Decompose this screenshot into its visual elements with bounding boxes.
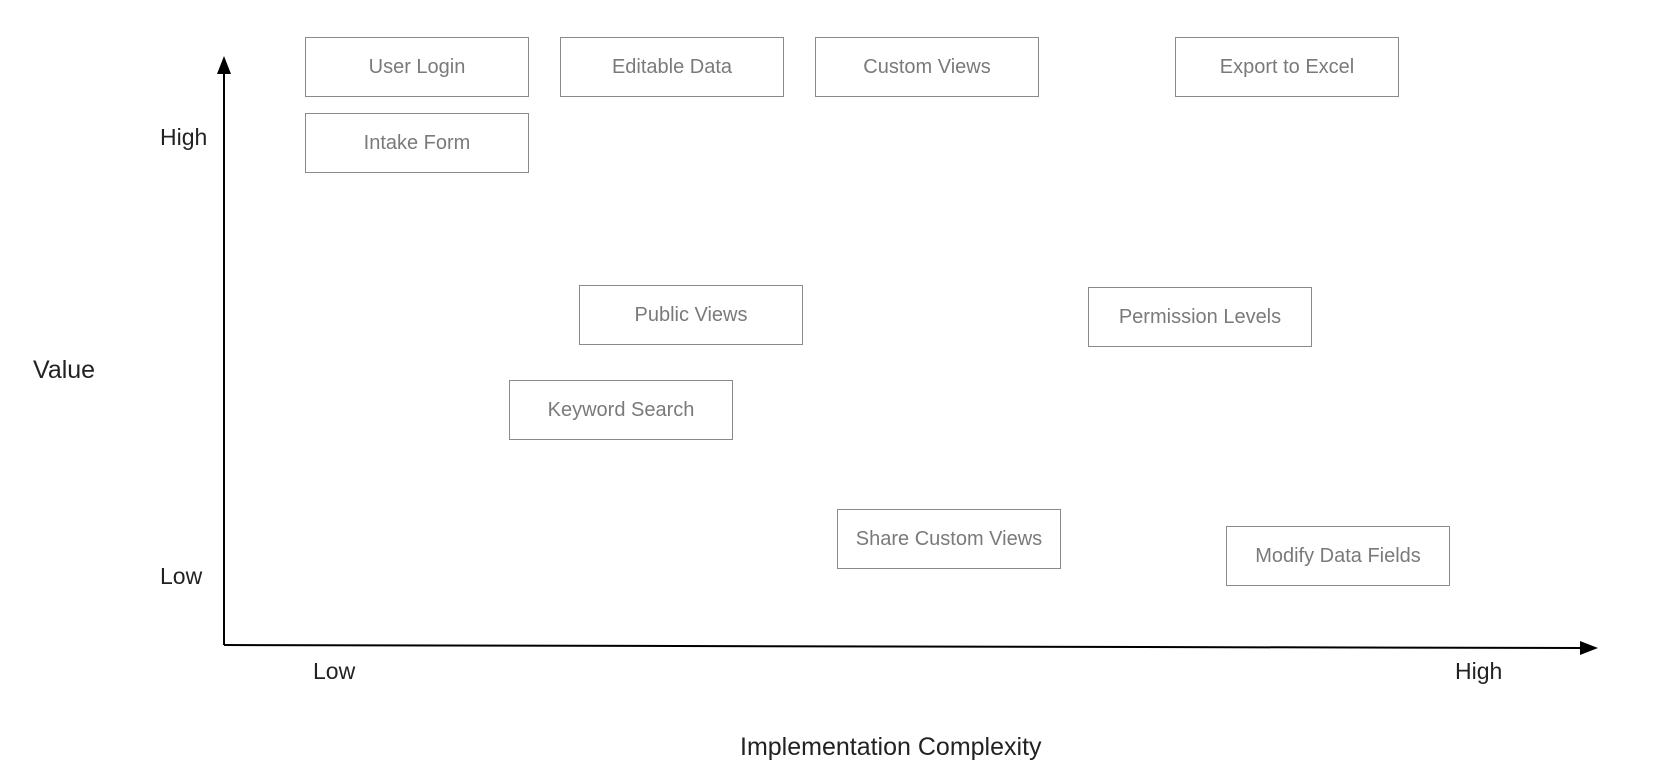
feature-box-share-custom-views: Share Custom Views	[837, 509, 1061, 569]
feature-box-editable-data: Editable Data	[560, 37, 784, 97]
feature-box-public-views: Public Views	[579, 285, 803, 345]
feature-box-keyword-search: Keyword Search	[509, 380, 733, 440]
feature-box-export-to-excel: Export to Excel	[1175, 37, 1399, 97]
y-axis-low-label: Low	[160, 563, 203, 589]
y-axis-high-label: High	[160, 124, 208, 150]
y-axis-title: Value	[33, 356, 96, 384]
y-axis-arrowhead	[217, 56, 231, 74]
feature-box-modify-data-fields: Modify Data Fields	[1226, 526, 1450, 586]
x-axis-low-label: Low	[313, 658, 356, 684]
feature-box-custom-views: Custom Views	[815, 37, 1039, 97]
feature-box-permission-levels: Permission Levels	[1088, 287, 1312, 347]
feature-box-intake-form: Intake Form	[305, 113, 529, 173]
feature-box-user-login: User Login	[305, 37, 529, 97]
x-axis-title: Implementation Complexity	[740, 733, 1042, 761]
x-axis-line	[223, 644, 1583, 649]
x-axis-arrowhead	[1580, 641, 1598, 655]
x-axis-high-label: High	[1455, 658, 1503, 684]
